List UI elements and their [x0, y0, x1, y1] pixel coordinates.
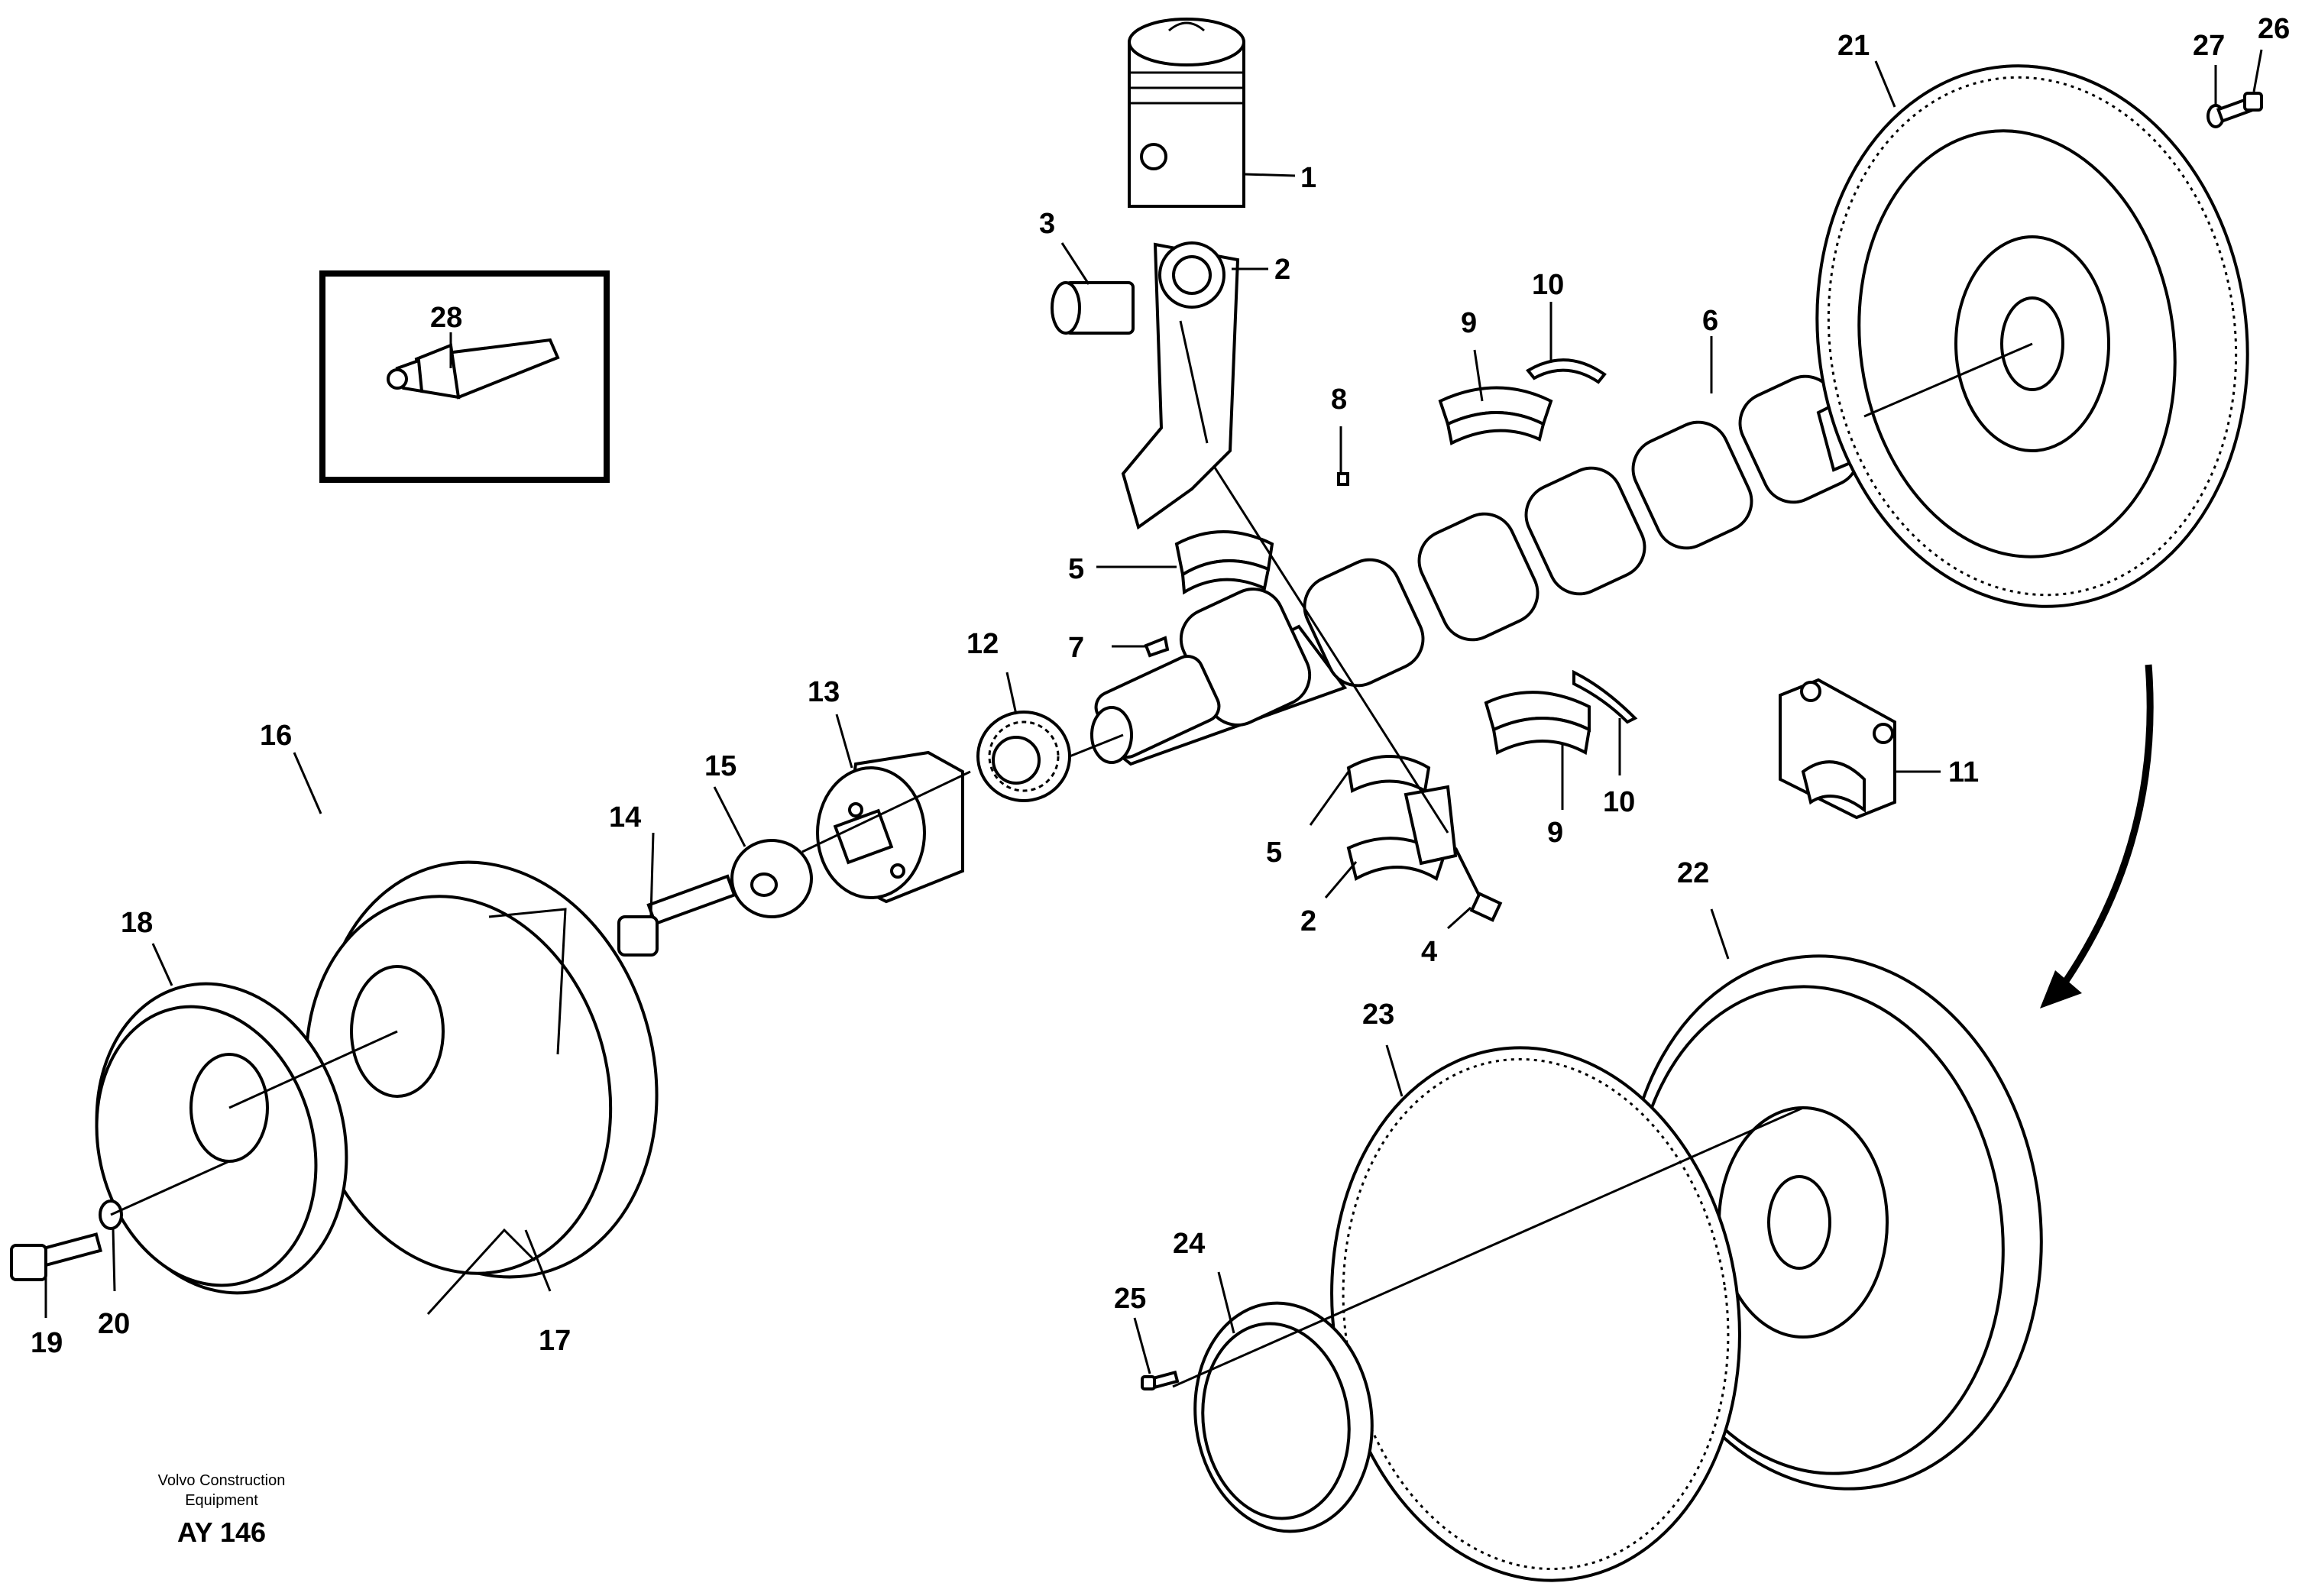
crankshaft — [1089, 374, 1882, 766]
label-17: 17 — [539, 1325, 571, 1357]
rod-bolt — [1454, 847, 1503, 922]
label-24: 24 — [1173, 1228, 1205, 1260]
label-13: 13 — [808, 676, 840, 708]
label-14: 14 — [609, 801, 641, 834]
part-labels: 1 2 3 8 5 9 10 6 7 12 13 15 14 16 18 17 … — [31, 13, 2290, 1359]
label-28: 28 — [430, 302, 462, 334]
label-23: 23 — [1362, 999, 1394, 1031]
vibration-hub — [816, 750, 964, 904]
manufacturer-line-1: Volvo Construction — [157, 1472, 286, 1489]
thrust-bearing-lower — [1484, 669, 1638, 756]
label-7: 7 — [1068, 632, 1084, 664]
main-bearing-lower — [1346, 755, 1458, 881]
label-9-lower: 9 — [1547, 817, 1563, 849]
curved-arrow — [2040, 664, 2154, 1008]
piston-pin — [1051, 281, 1135, 335]
connecting-rod — [1121, 241, 1240, 530]
drawing-code: AY 146 — [176, 1517, 267, 1548]
label-2-lower: 2 — [1300, 905, 1316, 937]
thrust-bearing-upper — [1438, 358, 1607, 445]
label-16: 16 — [260, 720, 292, 752]
label-25: 25 — [1114, 1283, 1146, 1315]
label-9-upper: 9 — [1461, 307, 1477, 339]
main-bearing-cap — [1779, 678, 1896, 820]
plug — [1337, 472, 1349, 486]
label-20: 20 — [98, 1308, 130, 1340]
label-10-upper: 10 — [1532, 269, 1564, 301]
crankshaft-gear — [976, 711, 1071, 802]
label-2-upper: 2 — [1274, 254, 1290, 286]
label-8: 8 — [1331, 384, 1347, 416]
label-6: 6 — [1702, 305, 1718, 337]
seal-screw — [1141, 1370, 1180, 1390]
main-bearing-upper — [1174, 530, 1274, 595]
label-21: 21 — [1837, 30, 1870, 62]
manufacturer-line-2: Equipment — [185, 1492, 258, 1509]
label-22: 22 — [1677, 857, 1709, 889]
key — [1144, 636, 1170, 658]
crankshaft-pulley — [95, 982, 348, 1295]
label-26: 26 — [2258, 13, 2290, 45]
label-4: 4 — [1421, 936, 1437, 968]
label-15: 15 — [704, 750, 737, 782]
pulley-bolt — [10, 1232, 103, 1281]
label-1: 1 — [1300, 162, 1316, 194]
label-18: 18 — [121, 907, 153, 939]
washer — [730, 839, 813, 918]
hub-bolt — [617, 874, 737, 957]
piston — [1128, 18, 1245, 208]
label-10-lower: 10 — [1603, 786, 1635, 818]
damper-pulley — [304, 860, 659, 1316]
leader-lines — [44, 49, 2263, 1374]
label-5-upper: 5 — [1068, 553, 1084, 585]
label-3: 3 — [1039, 208, 1055, 240]
footer: Volvo Construction Equipment AY 146 — [115, 1471, 329, 1549]
flywheel-bolt — [2216, 92, 2263, 123]
label-11: 11 — [1948, 756, 1979, 788]
label-12: 12 — [966, 628, 999, 660]
label-27: 27 — [2193, 30, 2225, 62]
label-5-lower: 5 — [1266, 837, 1282, 869]
label-19: 19 — [31, 1327, 63, 1359]
axis-lines — [110, 342, 2033, 1388]
sealant-tube-inset — [319, 270, 610, 483]
rear-seal — [1193, 1301, 1374, 1533]
flywheel-upper — [1815, 64, 2249, 608]
